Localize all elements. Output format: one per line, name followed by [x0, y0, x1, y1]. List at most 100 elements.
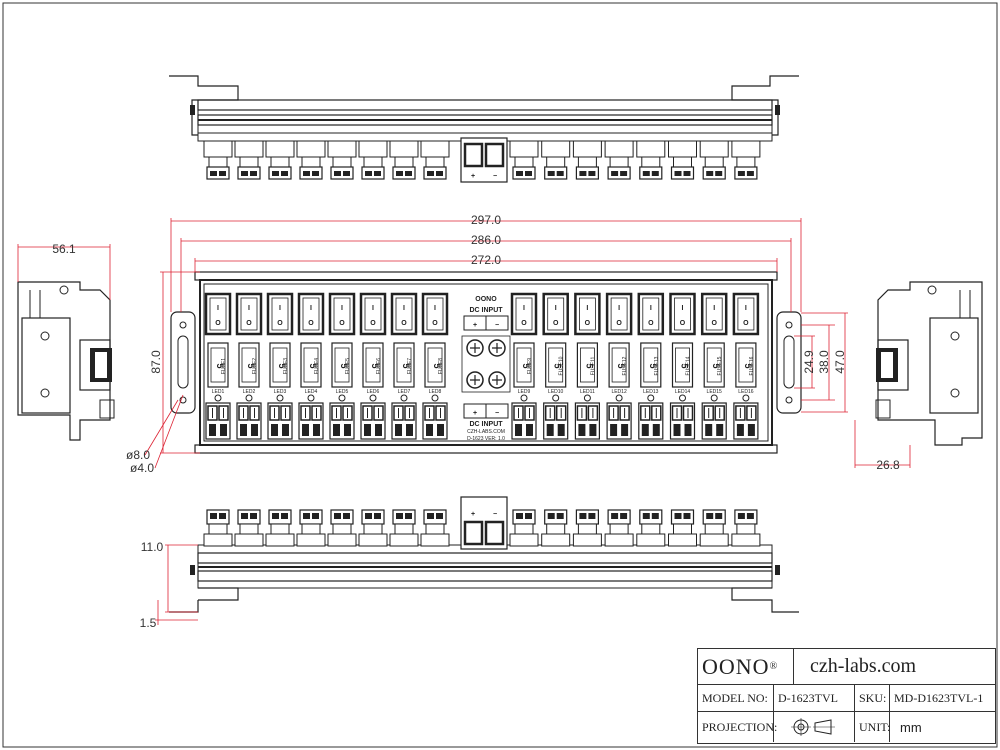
rocker-switch[interactable]: IO [605, 292, 633, 336]
fuse-label: FUSE6 [376, 358, 382, 374]
front-view: IO5FUSE1LED1IO5FUSE2LED2IO5FUSE3LED3IO5F… [170, 271, 802, 454]
switch-on-mark: I [713, 305, 715, 312]
output-terminal[interactable] [638, 402, 664, 440]
led-label: LED9 [518, 389, 531, 395]
output-terminal[interactable] [701, 402, 727, 440]
rocker-switch[interactable]: IO [732, 292, 760, 336]
switch-on-mark: I [523, 305, 525, 312]
rocker-switch[interactable]: IO [328, 292, 356, 336]
top-terminal [604, 140, 634, 180]
led-label: LED6 [367, 389, 380, 395]
title-block: OONO® czh-labs.com MODEL NO: D-1623TVL S… [697, 648, 996, 744]
switch-off-mark: O [432, 320, 438, 327]
output-terminal[interactable] [205, 402, 231, 440]
output-terminal[interactable] [543, 402, 569, 440]
output-terminal[interactable] [422, 402, 448, 440]
top-terminal [668, 140, 697, 180]
dim-rail-length: 286.0 [471, 233, 501, 247]
led-indicator [742, 394, 750, 402]
bottom-terminal [604, 509, 634, 547]
rocker-switch[interactable]: IO [700, 292, 728, 336]
output-terminal[interactable] [360, 402, 386, 440]
fuse-value: 5 [743, 363, 753, 368]
left-side-view [17, 281, 115, 441]
fuse-label: FUSE10 [559, 356, 565, 375]
rocker-switch[interactable]: IO [510, 292, 538, 336]
rocker-switch[interactable]: IO [266, 292, 294, 336]
model-label: MODEL NO: [698, 685, 774, 711]
switch-on-mark: I [403, 305, 405, 312]
led-label: LED3 [274, 389, 287, 395]
rocker-switch[interactable]: IO [637, 292, 665, 336]
bottom-terminal [296, 509, 326, 547]
fuse-value: 5 [711, 363, 721, 368]
top-terminal [203, 140, 233, 180]
output-terminal[interactable] [236, 402, 262, 440]
output-terminal[interactable] [733, 402, 759, 440]
led-indicator [615, 394, 623, 402]
led-indicator [276, 394, 284, 402]
output-terminal[interactable] [511, 402, 537, 440]
fuse-value: 5 [432, 363, 442, 368]
led-label: LED4 [305, 389, 318, 395]
bottom-terminal [699, 509, 729, 547]
rocker-switch[interactable]: IO [421, 292, 449, 336]
dim-body-length: 272.0 [471, 253, 501, 267]
rocker-switch[interactable]: IO [390, 292, 418, 336]
switch-on-mark: I [217, 305, 219, 312]
fuse-value: 5 [370, 363, 380, 368]
led-indicator [647, 394, 655, 402]
output-terminal[interactable] [329, 402, 355, 440]
led-indicator [369, 394, 377, 402]
rocker-switch[interactable]: IO [669, 292, 696, 336]
led-label: LED16 [738, 389, 754, 395]
output-terminal[interactable] [574, 402, 601, 440]
rocker-switch[interactable]: IO [204, 292, 232, 336]
rocker-switch[interactable]: IO [574, 292, 601, 336]
sku-value: MD-D1623TVL-1 [894, 690, 984, 705]
switch-on-mark: I [650, 305, 652, 312]
led-indicator [520, 394, 528, 402]
switch-off-mark: O [680, 320, 686, 327]
bottom-terminal [731, 509, 761, 547]
rocker-switch[interactable]: IO [359, 292, 387, 336]
dc-input-bottom: DC INPUT [469, 421, 503, 428]
fuse-label: FUSE16 [749, 356, 755, 375]
output-terminal[interactable] [606, 402, 632, 440]
rocker-switch[interactable]: IO [235, 292, 263, 336]
output-terminal[interactable] [669, 402, 696, 440]
sku-label: SKU: [855, 685, 890, 711]
output-terminal[interactable] [267, 402, 293, 440]
unit-value: mm [900, 719, 922, 735]
rocker-switch[interactable]: IO [297, 292, 325, 336]
top-plus-label: + [471, 173, 475, 180]
led-indicator [400, 394, 408, 402]
dc-plus-top: + [473, 322, 477, 329]
output-terminal[interactable] [298, 402, 324, 440]
bottom-terminal [509, 509, 539, 547]
board-model: D-1623 VER: 1.0 [467, 436, 505, 442]
rocker-switch[interactable]: IO [542, 292, 569, 336]
output-terminal[interactable] [391, 402, 417, 440]
